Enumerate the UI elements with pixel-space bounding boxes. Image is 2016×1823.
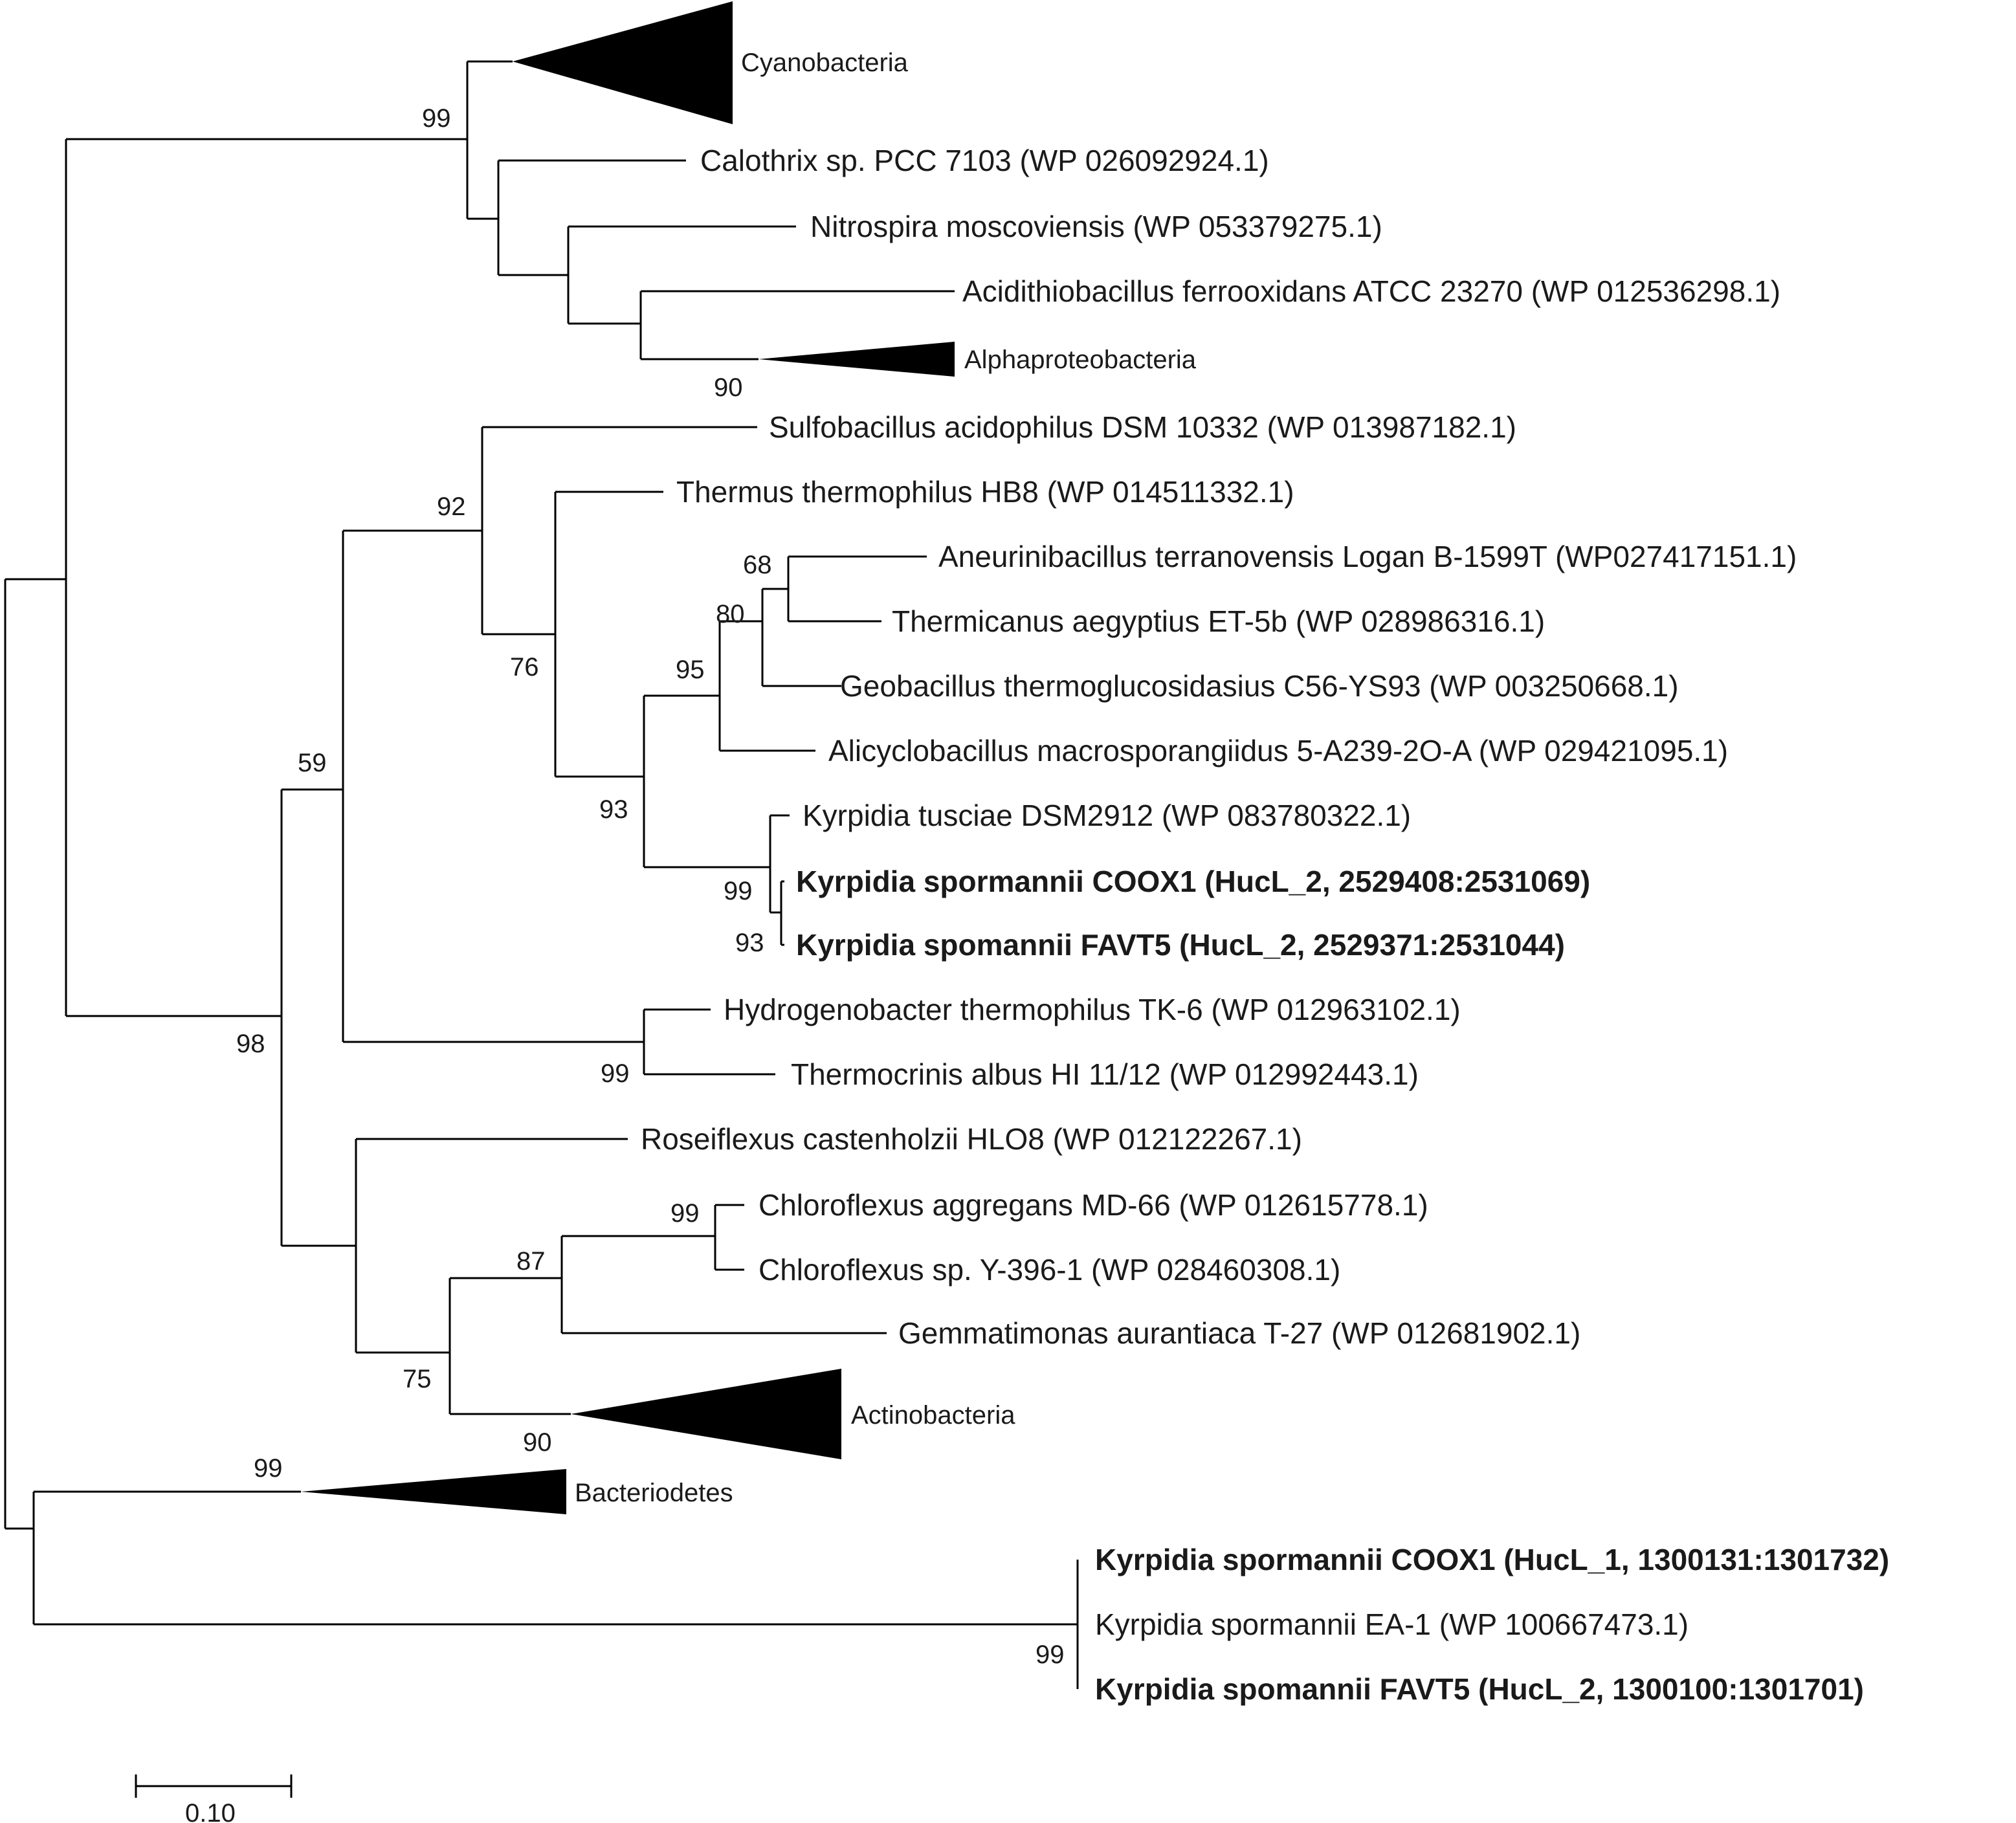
- leaf-label: Hydrogenobacter thermophilus TK-6 (WP 01…: [724, 993, 1461, 1026]
- leaf-label: Acidithiobacillus ferrooxidans ATCC 2327…: [962, 274, 1780, 308]
- bootstrap-value: 95: [676, 656, 705, 684]
- bacteriodetes-triangle: [301, 1469, 566, 1514]
- leaf-label: Thermocrinis albus HI 11/12 (WP 01299244…: [791, 1057, 1419, 1091]
- bootstrap-value: 93: [735, 929, 764, 957]
- leaf-label: Roseiflexus castenholzii HLO8 (WP 012122…: [641, 1122, 1302, 1156]
- bootstrap-value: 90: [523, 1428, 552, 1457]
- leaf-label: Geobacillus thermoglucosidasius C56-YS93…: [840, 669, 1679, 703]
- bootstrap-value: 98: [236, 1030, 265, 1058]
- bootstrap-value: 80: [716, 600, 745, 628]
- tree-branches: [4, 60, 1079, 1689]
- bootstrap-value: 99: [724, 877, 753, 905]
- bootstrap-value: 93: [599, 795, 628, 824]
- bootstrap-value: 75: [403, 1365, 432, 1393]
- bootstrap-value: 90: [714, 373, 743, 402]
- alphaproteobacteria-triangle: [759, 342, 955, 377]
- clade-label-alphaproteobacteria: Alphaproteobacteria: [964, 346, 1197, 374]
- leaf-label: Nitrospira moscoviensis (WP 053379275.1): [810, 210, 1382, 243]
- leaf-labels: Calothrix sp. PCC 7103 (WP 026092924.1) …: [641, 144, 1889, 1706]
- bootstrap-value: 99: [601, 1059, 630, 1088]
- leaf-label: Kyrpidia spormannii COOX1 (HucL_2, 25294…: [796, 865, 1590, 898]
- leaf-label: Gemmatimonas aurantiaca T-27 (WP 0126819…: [898, 1316, 1580, 1350]
- bootstrap-value: 87: [516, 1247, 546, 1276]
- clade-label-bacteriodetes: Bacteriodetes: [575, 1479, 733, 1507]
- cyanobacteria-triangle: [513, 1, 733, 124]
- leaf-label: Thermus thermophilus HB8 (WP 014511332.1…: [676, 475, 1294, 509]
- scale-bar-label: 0.10: [185, 1799, 236, 1823]
- collapsed-clade-triangles: [301, 1, 955, 1514]
- leaf-label: Kyrpidia spomannii FAVT5 (HucL_2, 252937…: [796, 928, 1565, 962]
- bootstrap-value: 92: [437, 492, 466, 521]
- leaf-label: Kyrpidia spomannii FAVT5 (HucL_2, 130010…: [1095, 1672, 1864, 1706]
- leaf-label: Kyrpidia tusciae DSM2912 (WP 083780322.1…: [803, 799, 1411, 832]
- bootstrap-value: 59: [298, 749, 327, 777]
- leaf-label: Alicyclobacillus macrosporangiidus 5-A23…: [828, 734, 1728, 768]
- leaf-label: Kyrpidia spormannii COOX1 (HucL_1, 13001…: [1095, 1543, 1889, 1576]
- collapsed-clade-labels: Cyanobacteria Alphaproteobacteria Actino…: [575, 49, 1197, 1507]
- actinobacteria-triangle: [571, 1369, 841, 1459]
- bootstrap-value: 68: [743, 551, 772, 579]
- leaf-label: Calothrix sp. PCC 7103 (WP 026092924.1): [700, 144, 1269, 177]
- leaf-label: Aneurinibacillus terranovensis Logan B-1…: [938, 540, 1797, 573]
- bootstrap-value: 76: [510, 653, 539, 681]
- bootstrap-value: 99: [1036, 1641, 1065, 1669]
- leaf-label: Thermicanus aegyptius ET-5b (WP 02898631…: [892, 604, 1545, 638]
- leaf-label: Kyrpidia spormannii EA-1 (WP 100667473.1…: [1095, 1608, 1689, 1641]
- bootstrap-values: 99 90 92 76 68 80 95 93 99 93 59 99 98 9…: [236, 104, 1065, 1669]
- bootstrap-value: 99: [422, 104, 451, 133]
- scale-bar: 0.10: [135, 1774, 293, 1823]
- leaf-label: Sulfobacillus acidophilus DSM 10332 (WP …: [769, 410, 1516, 444]
- bootstrap-value: 99: [670, 1199, 700, 1228]
- clade-label-actinobacteria: Actinobacteria: [851, 1401, 1015, 1430]
- leaf-label: Chloroflexus sp. Y-396-1 (WP 028460308.1…: [759, 1253, 1340, 1287]
- clade-label-cyanobacteria: Cyanobacteria: [741, 49, 909, 77]
- bootstrap-value: 99: [254, 1454, 283, 1483]
- leaf-label: Chloroflexus aggregans MD-66 (WP 0126157…: [759, 1188, 1428, 1222]
